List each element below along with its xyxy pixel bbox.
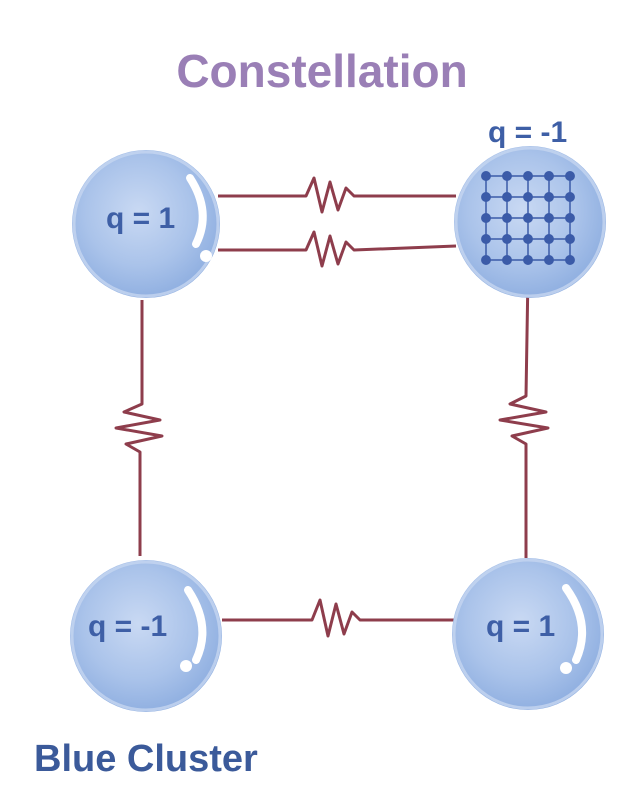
node-label-bottom-left: q = -1	[88, 610, 168, 643]
spring-right	[498, 273, 550, 558]
grid-node	[523, 255, 533, 265]
grid-node	[544, 255, 554, 265]
grid-node	[565, 213, 575, 223]
grid-node	[481, 234, 491, 244]
grid-node	[502, 234, 512, 244]
grid-node	[502, 192, 512, 202]
diagram-title: Constellation	[176, 45, 468, 97]
spring-bottom	[222, 598, 454, 638]
grid-node	[544, 192, 554, 202]
node-label-top-right: q = -1	[488, 116, 568, 149]
spring-top-upper	[218, 176, 456, 214]
grid-node	[502, 255, 512, 265]
spring-left	[114, 300, 164, 556]
grid-node	[502, 213, 512, 223]
cluster-name: Blue Cluster	[34, 738, 258, 780]
grid-node	[544, 213, 554, 223]
grid-node	[544, 234, 554, 244]
spring-top-lower	[218, 230, 457, 268]
grid-node	[523, 213, 533, 223]
node-label-top-left: q = 1	[106, 202, 176, 235]
grid-node	[565, 192, 575, 202]
grid-node	[565, 234, 575, 244]
bubble-top-left	[72, 150, 220, 298]
grid-node	[481, 171, 491, 181]
grid-node	[481, 192, 491, 202]
bubble-bottom-right	[452, 558, 604, 710]
grid-node	[502, 171, 512, 181]
bubble-bottom-left	[70, 560, 222, 712]
grid-node	[523, 192, 533, 202]
lattice-grid	[481, 171, 575, 265]
grid-node	[481, 213, 491, 223]
node-label-bottom-right: q = 1	[486, 610, 556, 643]
grid-node	[523, 234, 533, 244]
grid-node	[565, 255, 575, 265]
grid-node	[523, 171, 533, 181]
grid-node	[544, 171, 554, 181]
grid-node	[565, 171, 575, 181]
grid-node	[481, 255, 491, 265]
